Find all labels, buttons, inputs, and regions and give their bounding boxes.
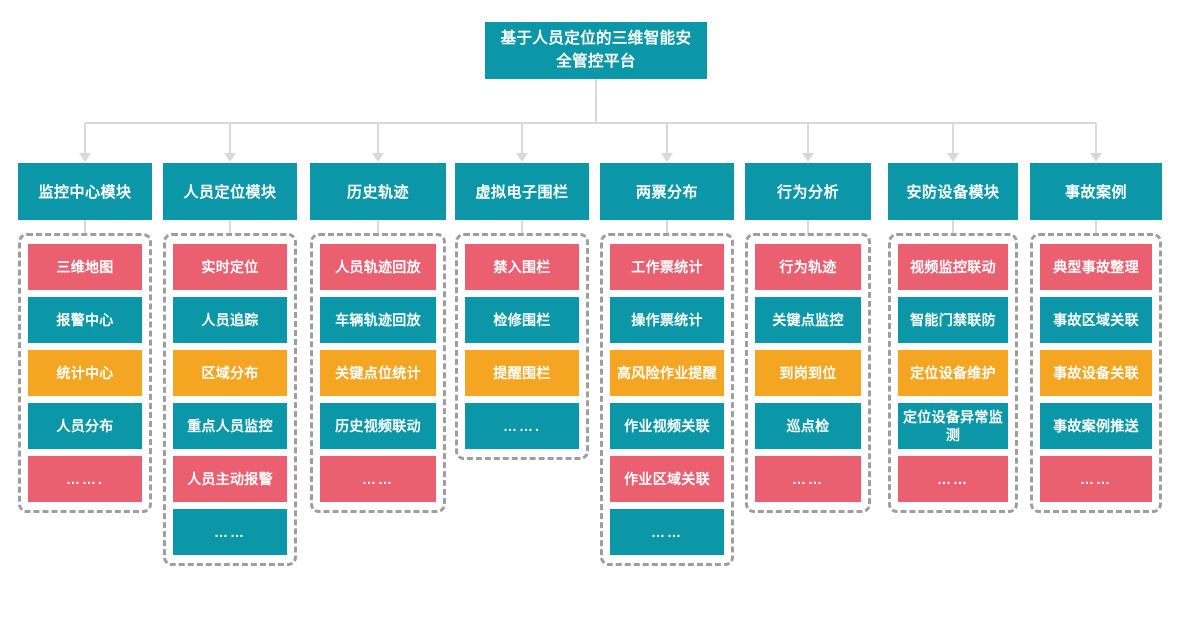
feature-item[interactable]: 典型事故整理 [1040, 244, 1152, 290]
feature-item[interactable]: 视频监控联动 [898, 244, 1008, 290]
module-column: 行为分析行为轨迹关键点监控到岗到位巡点检 …… [745, 163, 871, 513]
feature-item[interactable]: 事故设备关联 [1040, 350, 1152, 396]
module-column: 人员定位模块实时定位人员追踪区域分布重点人员监控人员主动报警 …… [163, 163, 297, 566]
feature-item[interactable]: 操作票统计 [610, 297, 724, 343]
feature-item[interactable]: 人员分布 [28, 403, 142, 449]
feature-item[interactable]: 定位设备维护 [898, 350, 1008, 396]
module-header-2[interactable]: 历史轨迹 [310, 163, 446, 220]
module-column: 事故案例典型事故整理事故区域关联事故设备关联事故案例推送 …… [1030, 163, 1162, 513]
feature-item[interactable]: 重点人员监控 [173, 403, 287, 449]
module-group-box: 人员轨迹回放车辆轨迹回放关键点位统计历史视频联动 …… [310, 233, 446, 513]
feature-item[interactable]: …… [1040, 456, 1152, 502]
feature-item[interactable]: 检修围栏 [465, 297, 579, 343]
feature-item[interactable]: …… [173, 509, 287, 555]
module-column: 历史轨迹人员轨迹回放车辆轨迹回放关键点位统计历史视频联动 …… [310, 163, 446, 513]
feature-item[interactable]: 工作票统计 [610, 244, 724, 290]
feature-item[interactable]: 禁入围栏 [465, 244, 579, 290]
feature-item[interactable]: 作业区域关联 [610, 456, 724, 502]
module-group-box: 视频监控联动智能门禁联防定位设备维护定位设备异常监测 …… [888, 233, 1018, 513]
module-group-box: 实时定位人员追踪区域分布重点人员监控人员主动报警 …… [163, 233, 297, 566]
feature-item[interactable]: 智能门禁联防 [898, 297, 1008, 343]
feature-item[interactable]: 事故案例推送 [1040, 403, 1152, 449]
feature-item[interactable]: ……. [28, 456, 142, 502]
feature-item[interactable]: 车辆轨迹回放 [320, 297, 436, 343]
feature-item[interactable]: 人员主动报警 [173, 456, 287, 502]
feature-item[interactable]: 巡点检 [755, 403, 861, 449]
feature-item[interactable]: 区域分布 [173, 350, 287, 396]
module-group-box: 禁入围栏检修围栏提醒围栏 ……. [455, 233, 589, 460]
module-column: 两票分布工作票统计操作票统计高风险作业提醒作业视频关联作业区域关联 …… [600, 163, 734, 566]
feature-item[interactable]: 实时定位 [173, 244, 287, 290]
feature-item[interactable]: ……. [465, 403, 579, 449]
feature-item[interactable]: 三维地图 [28, 244, 142, 290]
feature-item[interactable]: 人员追踪 [173, 297, 287, 343]
feature-item[interactable]: 报警中心 [28, 297, 142, 343]
module-header-6[interactable]: 安防设备模块 [888, 163, 1018, 220]
feature-item[interactable]: …… [610, 509, 724, 555]
module-group-box: 三维地图报警中心统计中心人员分布 ……. [18, 233, 152, 513]
feature-item[interactable]: 历史视频联动 [320, 403, 436, 449]
module-column: 监控中心模块三维地图报警中心统计中心人员分布 ……. [18, 163, 152, 513]
feature-item[interactable]: …… [898, 456, 1008, 502]
module-header-4[interactable]: 两票分布 [600, 163, 734, 220]
feature-item[interactable]: 事故区域关联 [1040, 297, 1152, 343]
module-header-7[interactable]: 事故案例 [1030, 163, 1162, 220]
module-header-0[interactable]: 监控中心模块 [18, 163, 152, 220]
module-column: 安防设备模块视频监控联动智能门禁联防定位设备维护定位设备异常监测 …… [888, 163, 1018, 513]
module-header-3[interactable]: 虚拟电子围栏 [455, 163, 589, 220]
module-group-box: 典型事故整理事故区域关联事故设备关联事故案例推送 …… [1030, 233, 1162, 513]
feature-item[interactable]: 行为轨迹 [755, 244, 861, 290]
root-title-text: 基于人员定位的三维智能安全管控平台 [500, 30, 692, 70]
feature-item[interactable]: 关键点监控 [755, 297, 861, 343]
feature-item[interactable]: 高风险作业提醒 [610, 350, 724, 396]
feature-item[interactable]: …… [755, 456, 861, 502]
module-group-box: 工作票统计操作票统计高风险作业提醒作业视频关联作业区域关联 …… [600, 233, 734, 566]
module-group-box: 行为轨迹关键点监控到岗到位巡点检 …… [745, 233, 871, 513]
feature-item[interactable]: 定位设备异常监测 [898, 403, 1008, 449]
feature-item[interactable]: 统计中心 [28, 350, 142, 396]
module-header-1[interactable]: 人员定位模块 [163, 163, 297, 220]
feature-item[interactable]: 到岗到位 [755, 350, 861, 396]
module-header-5[interactable]: 行为分析 [745, 163, 871, 220]
feature-item[interactable]: 人员轨迹回放 [320, 244, 436, 290]
feature-item[interactable]: 关键点位统计 [320, 350, 436, 396]
module-column: 虚拟电子围栏禁入围栏检修围栏提醒围栏 ……. [455, 163, 589, 460]
root-title-node: 基于人员定位的三维智能安全管控平台 [485, 22, 707, 79]
feature-item[interactable]: 作业视频关联 [610, 403, 724, 449]
feature-item[interactable]: 提醒围栏 [465, 350, 579, 396]
feature-item[interactable]: …… [320, 456, 436, 502]
